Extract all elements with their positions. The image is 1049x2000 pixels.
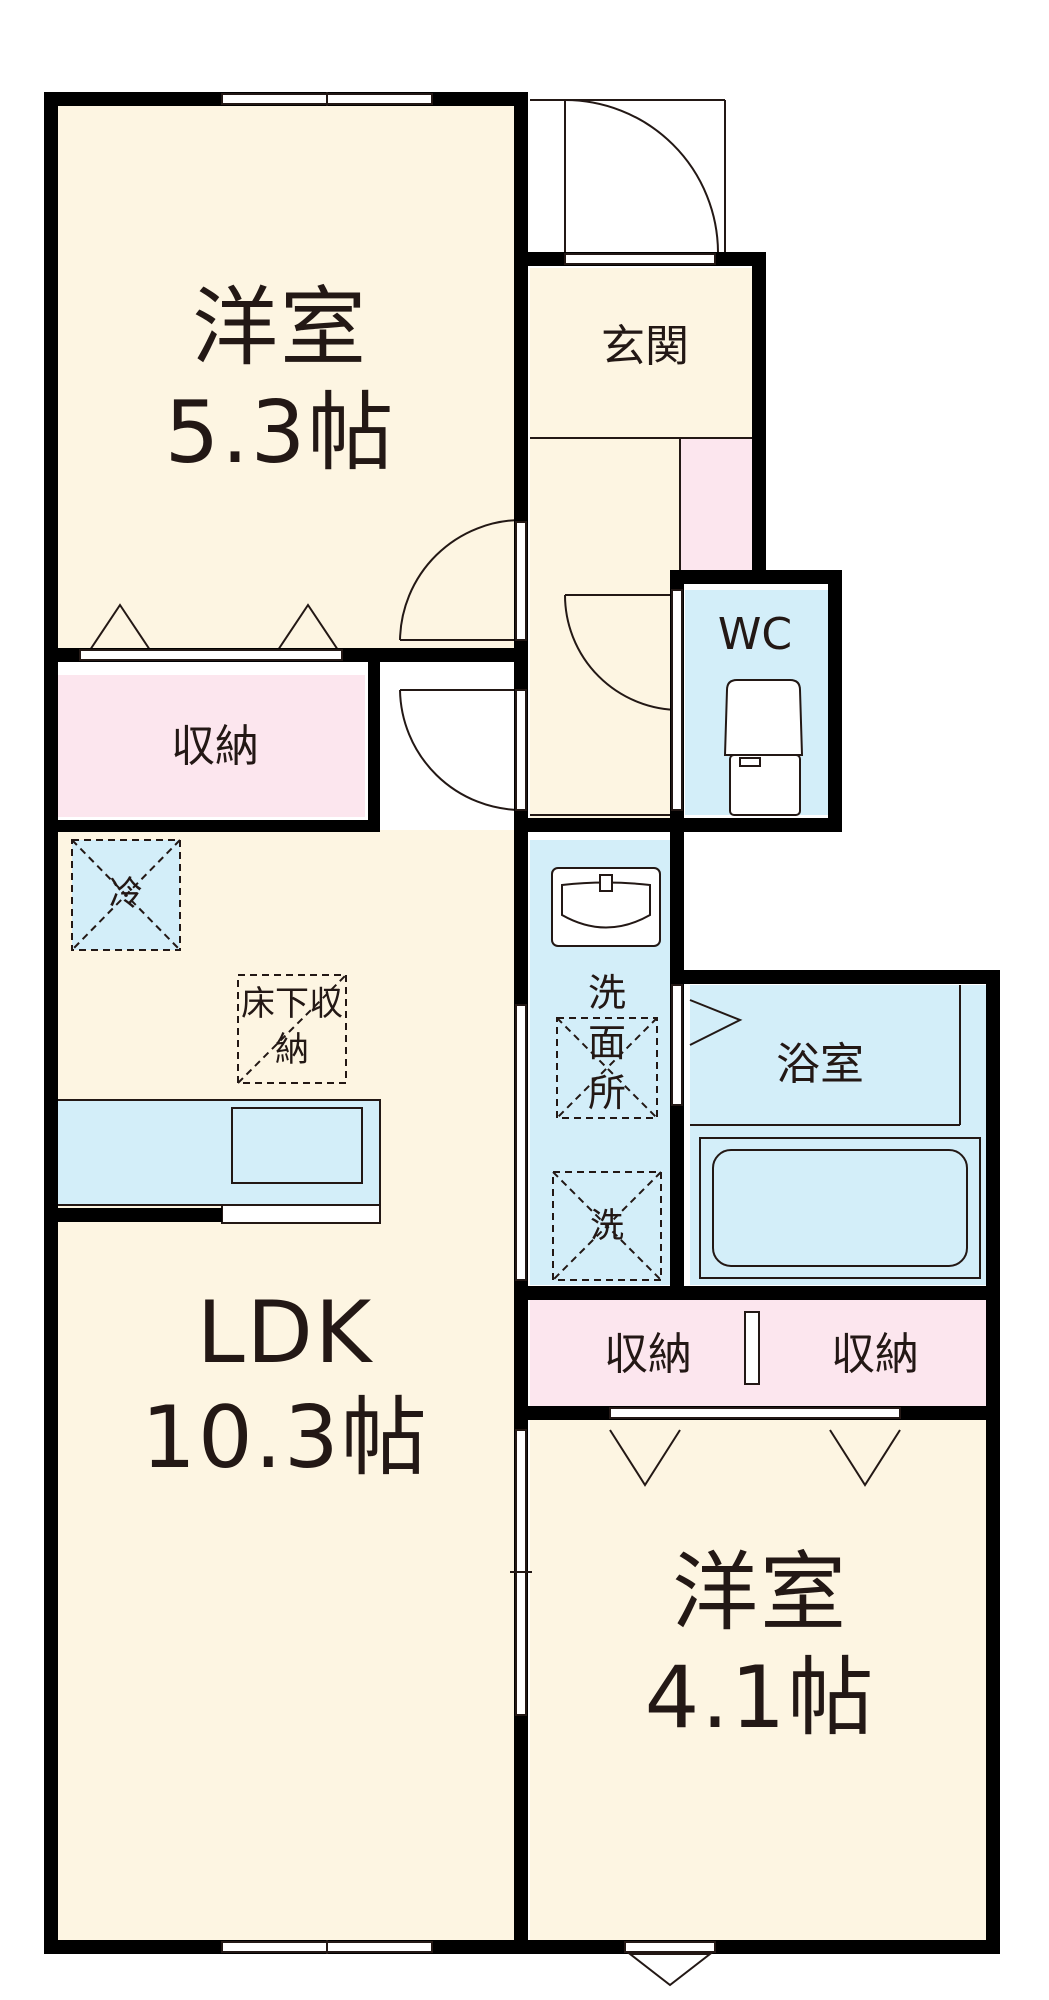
closet-a-label: 収納 [171, 721, 259, 772]
closet-b-label: 収納 [604, 1329, 692, 1380]
ldk-area [50, 830, 520, 1942]
underfloor-storage-label: 床下収納 [241, 984, 343, 1070]
fridge-label: 冷 [109, 874, 143, 914]
hall-pink-strip [680, 438, 758, 578]
toilet-bowl [723, 679, 804, 816]
thin-lines [530, 99, 758, 816]
entrance-label: 玄関 [601, 321, 689, 372]
bedroom-a-area [50, 100, 520, 660]
underfloor-storage-box [237, 974, 347, 1084]
closet-door-markers [89, 603, 901, 1487]
closet-c-label: 収納 [831, 1329, 919, 1380]
bedroom-b-size: 4.1帖 [644, 1648, 876, 1748]
fridge-space [71, 839, 181, 951]
bath-label: 浴室 [776, 1039, 864, 1090]
entrance-area [530, 268, 758, 438]
washer-label: 洗 [590, 1206, 624, 1246]
toilet-label: WC [717, 609, 793, 660]
washroom-label: 洗面所 [587, 971, 626, 1115]
bedroom-b-name: 洋室 [672, 1543, 848, 1643]
ldk-name: LDK [196, 1283, 374, 1383]
windows [79, 92, 901, 1987]
washbasin [551, 867, 661, 947]
closet-a-area [50, 675, 365, 817]
bathtub [689, 985, 981, 1279]
bedroom-b-area [530, 1420, 990, 1942]
kitchen-counter [49, 1099, 381, 1224]
ldk-size: 10.3帖 [141, 1388, 429, 1488]
bedroom-a-name: 洋室 [192, 278, 368, 378]
closet-divider [744, 1311, 760, 1385]
washer-space [552, 1017, 662, 1281]
hall-area [530, 438, 680, 818]
bedroom-a-size: 5.3帖 [164, 383, 396, 483]
